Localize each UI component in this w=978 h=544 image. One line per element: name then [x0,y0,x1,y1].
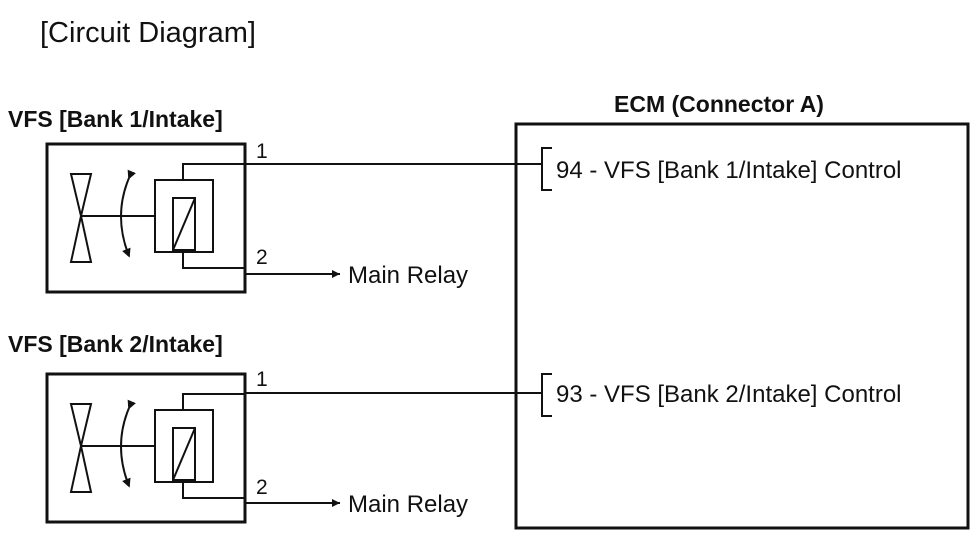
vfs-bank2-title: VFS [Bank 2/Intake] [8,331,223,357]
vfs-bank1-title: VFS [Bank 1/Intake] [8,106,223,132]
ecm-box [514,122,970,530]
vfs-bank1-pin1: 1 [256,140,268,163]
vfs-bank1-unit [47,144,245,292]
vfs-bank2-pin2: 2 [256,476,268,499]
vfs-bank2-pin1: 1 [256,368,268,391]
vfs-bank1-pin2: 2 [256,246,268,269]
vfs-bank2-unit [47,374,245,522]
vfs-bank1-main-relay-label: Main Relay [348,262,468,289]
ecm-terminal-94-label: 94 - VFS [Bank 1/Intake] Control [556,157,902,184]
diagram-title: [Circuit Diagram] [40,17,256,49]
ecm-title: ECM (Connector A) [614,91,824,117]
ecm-terminal-93-bracket [541,373,552,417]
ecm-terminal-93-label: 93 - VFS [Bank 2/Intake] Control [556,381,902,408]
vfs-bank2-main-relay-label: Main Relay [348,491,468,518]
ecm-terminal-94-bracket [541,147,552,191]
